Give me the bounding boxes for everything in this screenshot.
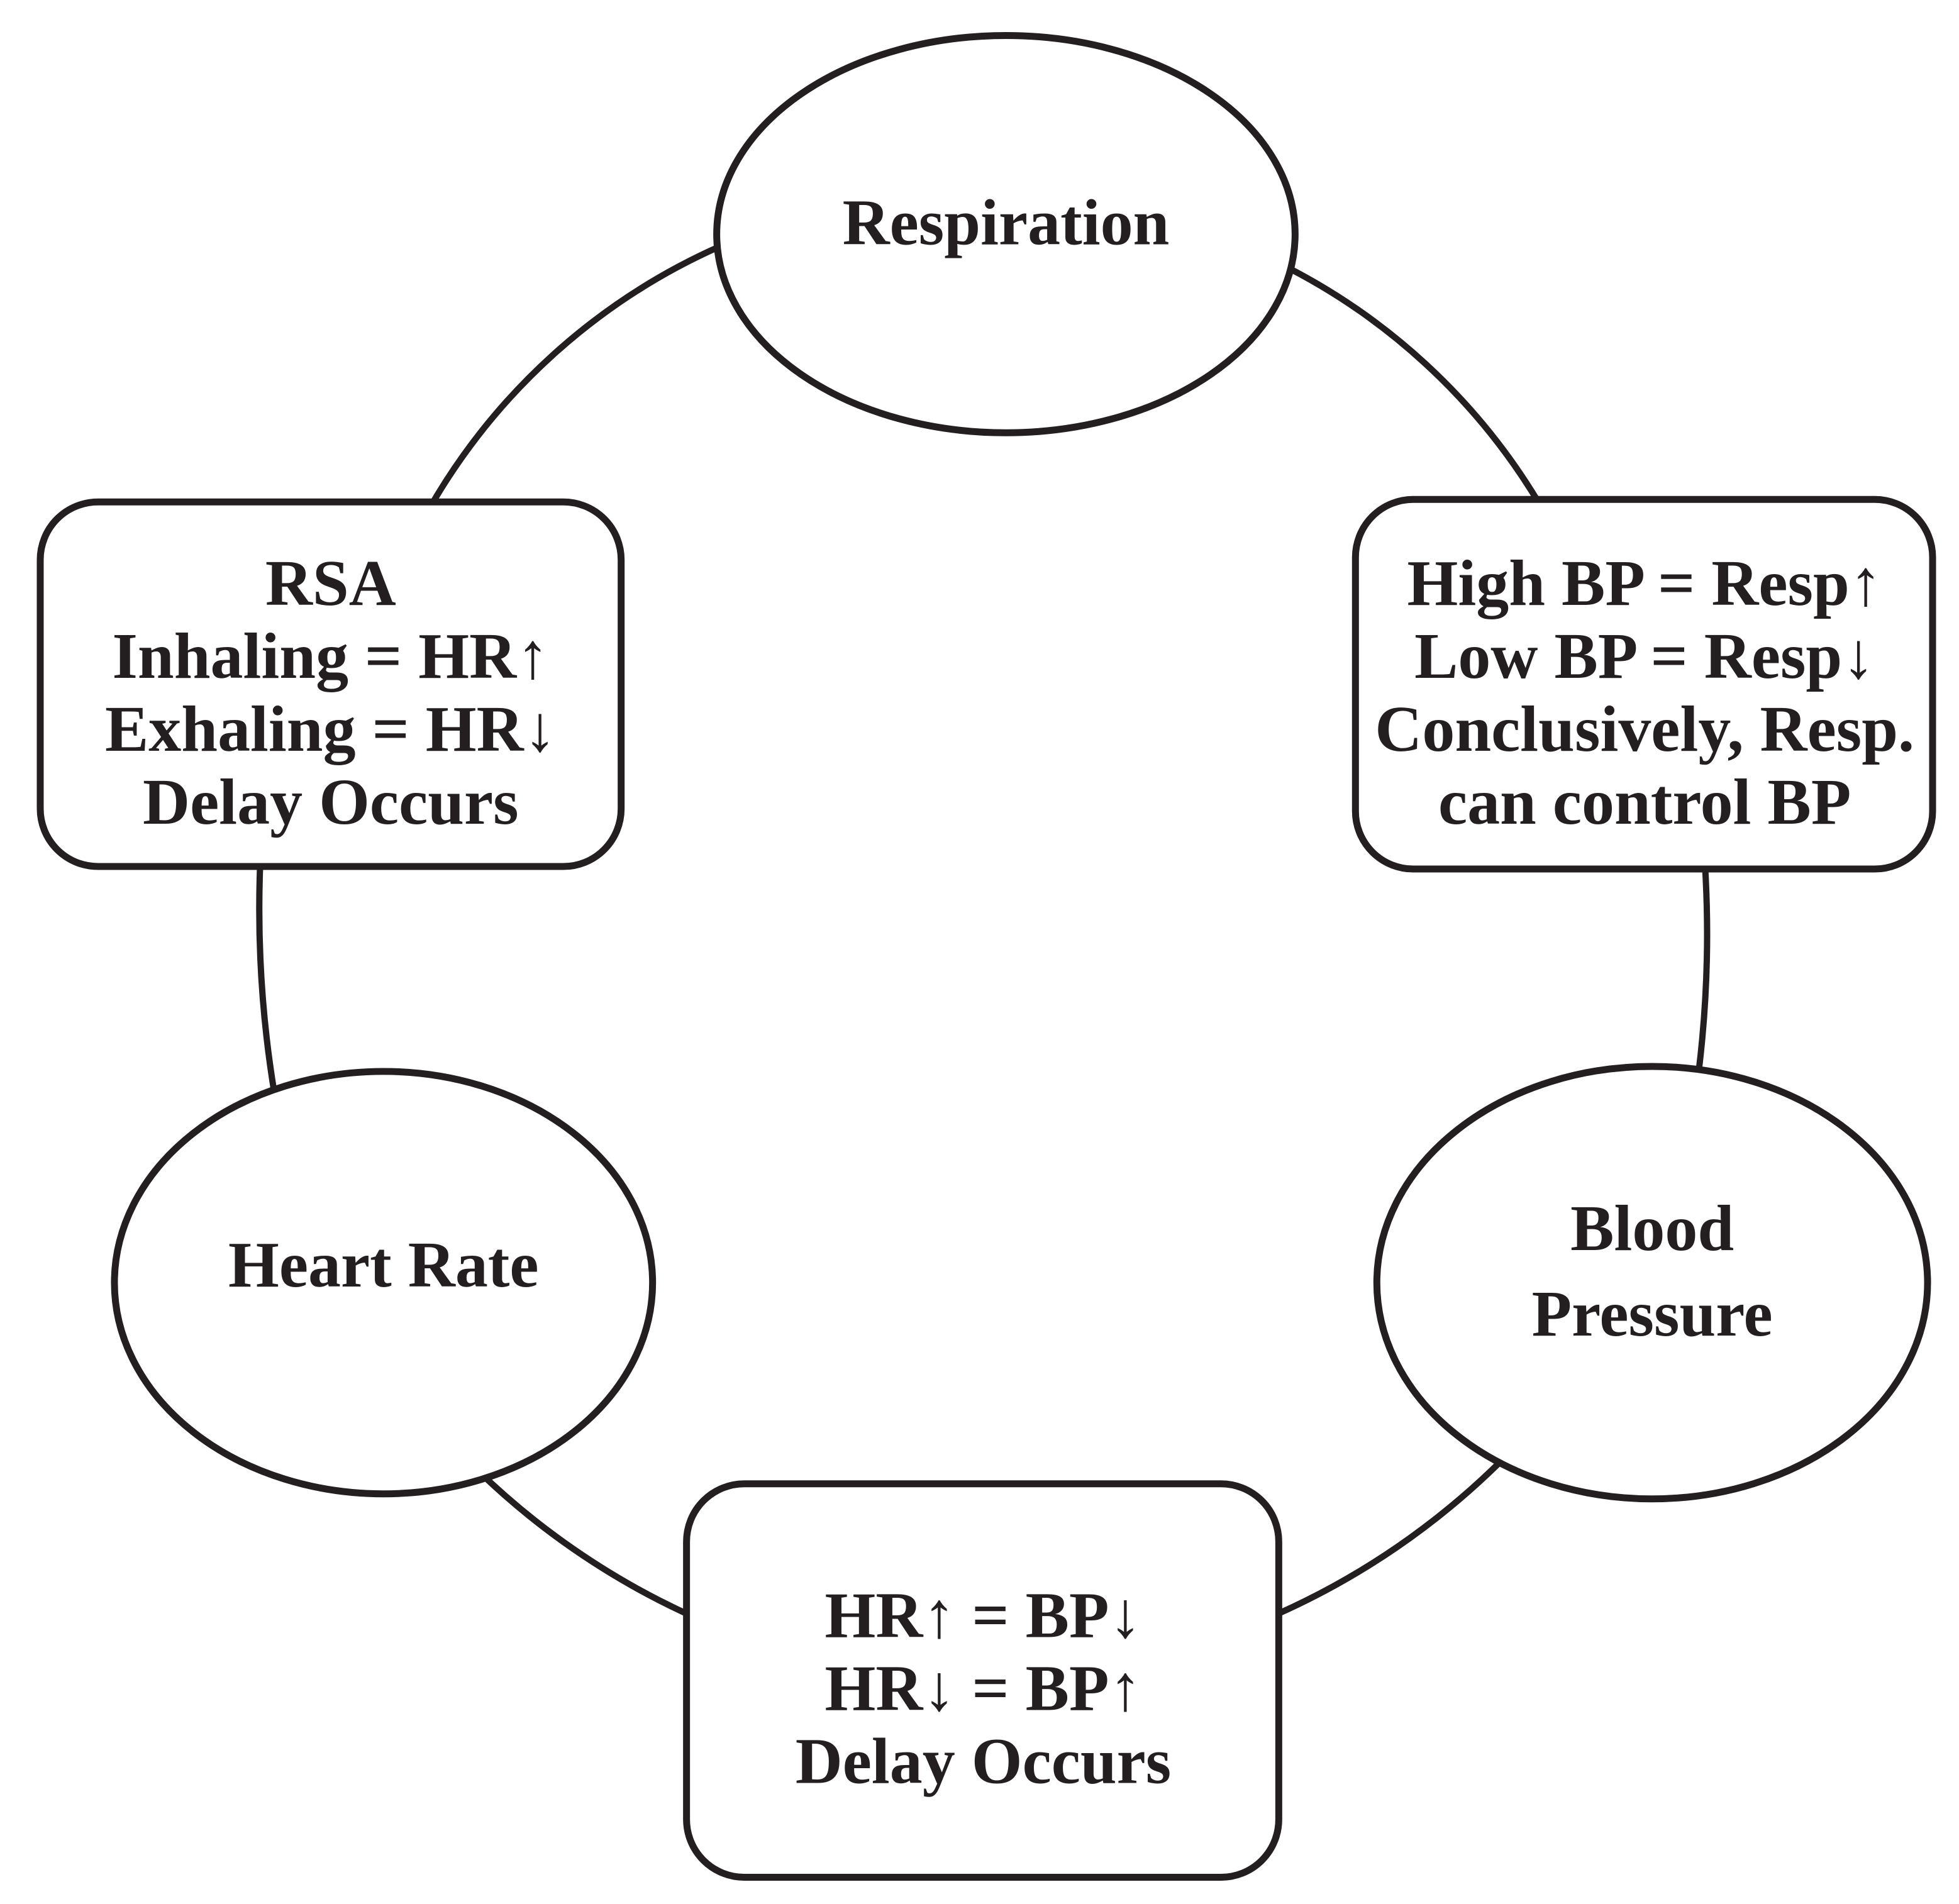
label-heart-rate: Heart Rate	[228, 1229, 539, 1301]
node-heart-rate-ellipse	[111, 1068, 657, 1498]
label-hr-bp-relation-line-3: Delay Occurs	[796, 1725, 1172, 1798]
label-resp-controls-bp-line-3: Conclusively, Resp.	[1375, 693, 1914, 765]
node-blood-pressure-ellipse	[1373, 1063, 1931, 1503]
edge-blood-pressure-hr-bp-relation	[1275, 1434, 1528, 1618]
edge-respiration-rsa	[426, 243, 721, 511]
label-resp-controls-bp-line-4: can control BP	[1438, 766, 1851, 838]
label-blood-pressure-line-2: Pressure	[1532, 1278, 1773, 1350]
label-rsa-line-4: Delay Occurs	[143, 766, 519, 838]
node-rsa-box	[36, 498, 625, 870]
edge-resp-controls-bp-blood-pressure	[1695, 865, 1711, 1072]
label-hr-bp-relation-line-2: HR↓ = BP↑	[825, 1652, 1142, 1725]
edge-rsa-heart-rate	[256, 861, 277, 1092]
node-respiration-ellipse	[713, 31, 1299, 436]
node-hr-bp-relation-box	[683, 1480, 1282, 1881]
label-respiration: Respiration	[843, 186, 1170, 258]
edge-respiration-resp-controls-bp	[1275, 258, 1542, 505]
node-shape-group	[36, 31, 1936, 1881]
label-resp-controls-bp-line-1: High BP = Resp↑	[1407, 547, 1882, 619]
node-label-group: Respiration RSA Inhaling = HR↑ Exhaling …	[105, 186, 1914, 1797]
label-rsa-line-2: Inhaling = HR↑	[112, 620, 549, 692]
label-blood-pressure-line-1: Blood	[1570, 1192, 1734, 1265]
label-rsa-line-3: Exhaling = HR↓	[105, 693, 557, 765]
node-resp-controls-bp-box	[1351, 495, 1936, 873]
label-rsa-line-1: RSA	[265, 547, 396, 619]
label-hr-bp-relation-line-1: HR↑ = BP↓	[825, 1580, 1142, 1652]
label-resp-controls-bp-line-2: Low BP = Resp↓	[1414, 620, 1875, 692]
